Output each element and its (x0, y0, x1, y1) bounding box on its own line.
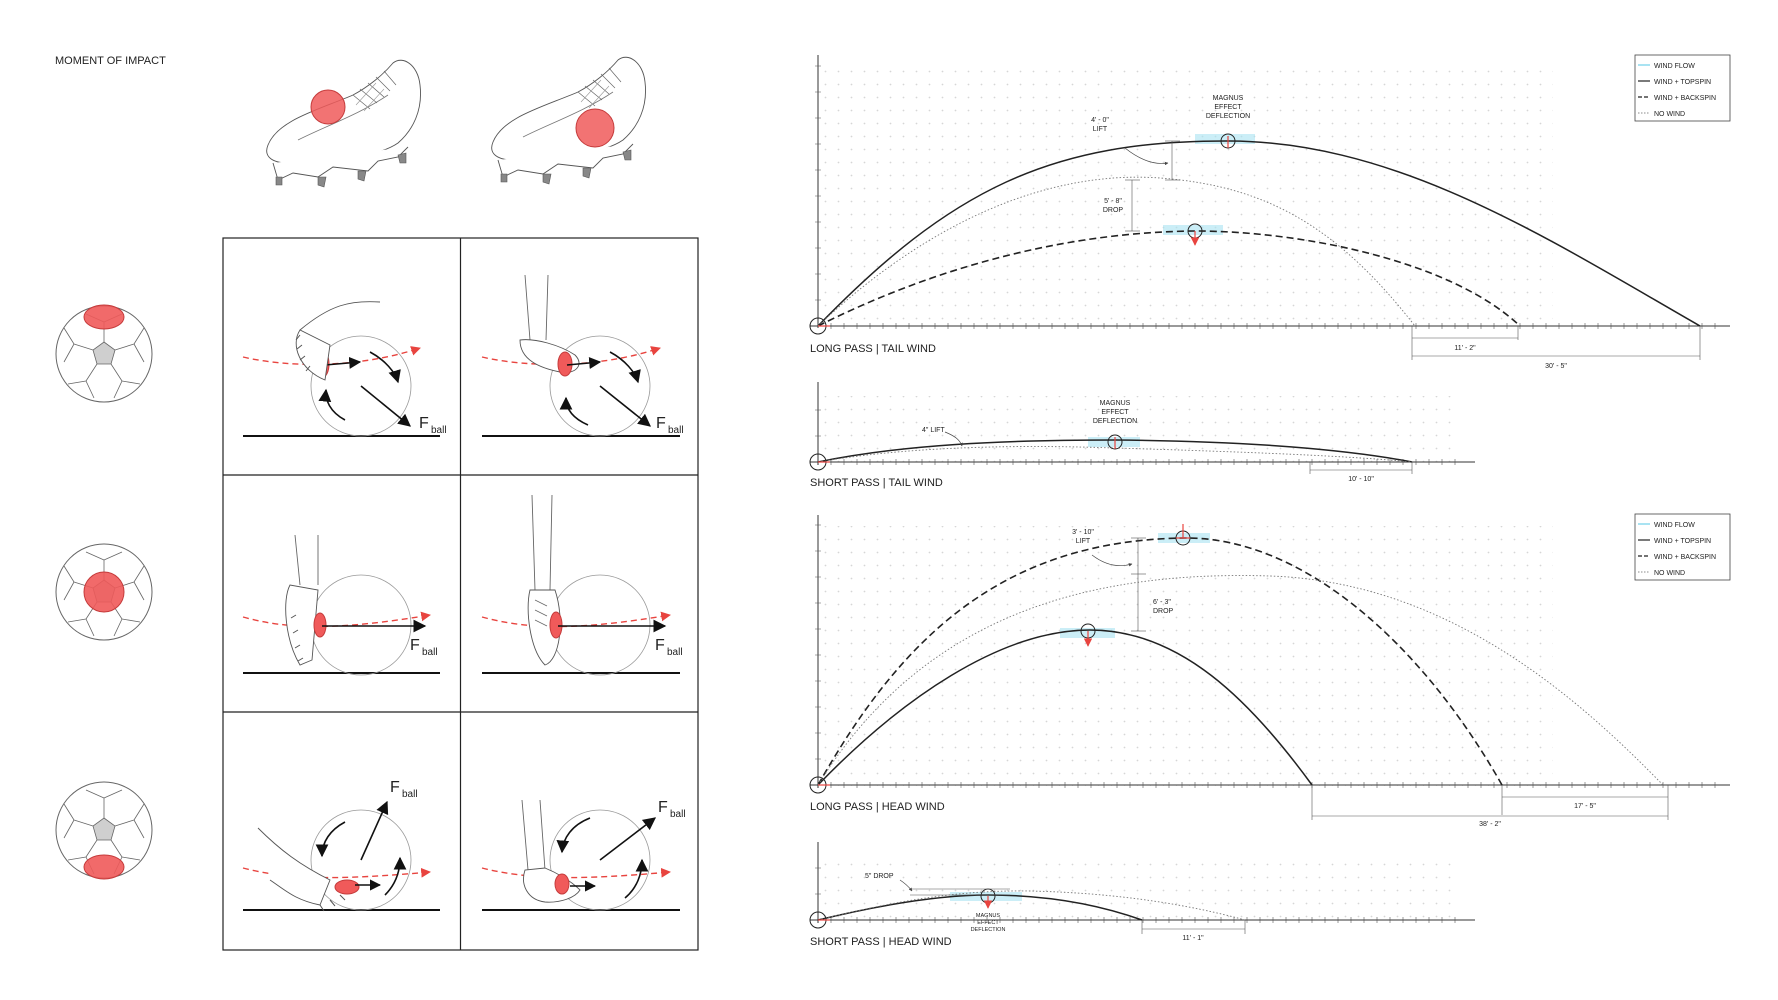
legend-item: WIND FLOW (1654, 63, 1695, 70)
lift-label: LIFT (1076, 538, 1091, 545)
chart-short-pass-tail-wind: 10' - 10" MAGNUS EFFECT DEFLECTION 4" LI… (809, 382, 1475, 489)
force-label-sub: ball (670, 809, 686, 820)
dim-label: 11' - 1" (1182, 935, 1204, 942)
legend-item: WIND + TOPSPIN (1654, 79, 1711, 86)
lift-label: 4" LIFT (922, 427, 945, 434)
force-label-sub: ball (402, 789, 418, 800)
line-wind-topspin (817, 140, 1701, 327)
kick-cell-backspin-side: F ball (242, 779, 440, 912)
force-label: F (658, 799, 668, 816)
kick-cell-backspin-front: F ball (481, 799, 686, 911)
lift-label: 4' - 0" (1091, 117, 1109, 124)
chart-title: SHORT PASS | HEAD WIND (810, 936, 952, 948)
kick-cell-topspin-side: F ball (242, 301, 447, 437)
dim-label: 38' - 2" (1479, 821, 1501, 828)
line-wind-topspin (817, 629, 1313, 786)
chart-title: SHORT PASS | TAIL WIND (810, 477, 943, 489)
magnus-label: MAGNUS (976, 913, 1000, 919)
force-label: F (410, 637, 420, 654)
force-label: F (419, 415, 429, 432)
left-title: MOMENT OF IMPACT (55, 55, 166, 67)
line-no-wind (817, 176, 1416, 327)
dim-label: 10' - 10" (1348, 476, 1374, 483)
legend-item: WIND + TOPSPIN (1654, 538, 1711, 545)
force-label: F (390, 779, 400, 796)
lift-label: 3' - 10" (1072, 529, 1094, 536)
boot-illustration-laces (266, 59, 421, 188)
drop-label: DROP (1103, 207, 1124, 214)
legend-item: NO WIND (1654, 111, 1685, 118)
drop-label: 6' - 3" (1153, 599, 1171, 606)
lift-label: LIFT (1093, 126, 1108, 133)
dim-label: 17' - 5" (1574, 803, 1596, 810)
chart-long-pass-tail-wind: 11' - 2" 30' - 5" MAGNUS EFFECT DEFLECTI… (809, 55, 1730, 370)
drop-label: DROP (1153, 608, 1174, 615)
magnus-label: DEFLECTION (1093, 418, 1137, 425)
chart-title: LONG PASS | HEAD WIND (810, 801, 945, 813)
legend-item: WIND + BACKSPIN (1654, 554, 1716, 561)
force-label-sub: ball (668, 425, 684, 436)
line-no-wind (817, 575, 1664, 786)
ball-impact-bottom (55, 781, 153, 880)
kick-grid (222, 237, 699, 951)
kick-cell-straight-side: F ball (242, 534, 440, 676)
legend-item: WIND + BACKSPIN (1654, 95, 1716, 102)
legend-item: WIND FLOW (1654, 522, 1695, 529)
legend-bottom: WIND FLOW WIND + TOPSPIN WIND + BACKSPIN… (1634, 513, 1731, 581)
boot-illustration-instep (491, 56, 646, 185)
chart-short-pass-head-wind: 11' - 1" MAGNUS EFFECT DEFLECTION 5" DRO… (809, 842, 1475, 948)
magnus-label: DEFLECTION (971, 927, 1006, 933)
magnus-label: EFFECT (1214, 104, 1242, 111)
legend-item: NO WIND (1654, 570, 1685, 577)
dim-label: 11' - 2" (1454, 345, 1476, 352)
force-label: F (655, 637, 665, 654)
ball-impact-top (55, 304, 153, 403)
ball-impact-center (55, 543, 153, 641)
drop-label: 5' - 8" (1104, 198, 1122, 205)
force-label-sub: ball (667, 647, 683, 658)
drop-label: 5" DROP (865, 873, 894, 880)
magnus-label: MAGNUS (1213, 95, 1244, 102)
force-label-sub: ball (431, 425, 447, 436)
kick-cell-straight-front: F ball (481, 494, 683, 676)
magnus-label: EFFECT (1101, 409, 1129, 416)
magnus-label: EFFECT (977, 920, 999, 926)
legend-top: WIND FLOW WIND + TOPSPIN WIND + BACKSPIN… (1634, 54, 1731, 122)
magnus-label: MAGNUS (1100, 400, 1131, 407)
force-label-sub: ball (422, 647, 438, 658)
kick-cell-topspin-front: F ball (481, 274, 684, 437)
chart-long-pass-head-wind: 38' - 2" 17' - 5" 3' - 10" LIFT 6' - 3" … (809, 515, 1730, 828)
chart-title: LONG PASS | TAIL WIND (810, 343, 936, 355)
magnus-label: DEFLECTION (1206, 113, 1250, 120)
dim-label: 30' - 5" (1545, 363, 1567, 370)
force-label: F (656, 415, 666, 432)
